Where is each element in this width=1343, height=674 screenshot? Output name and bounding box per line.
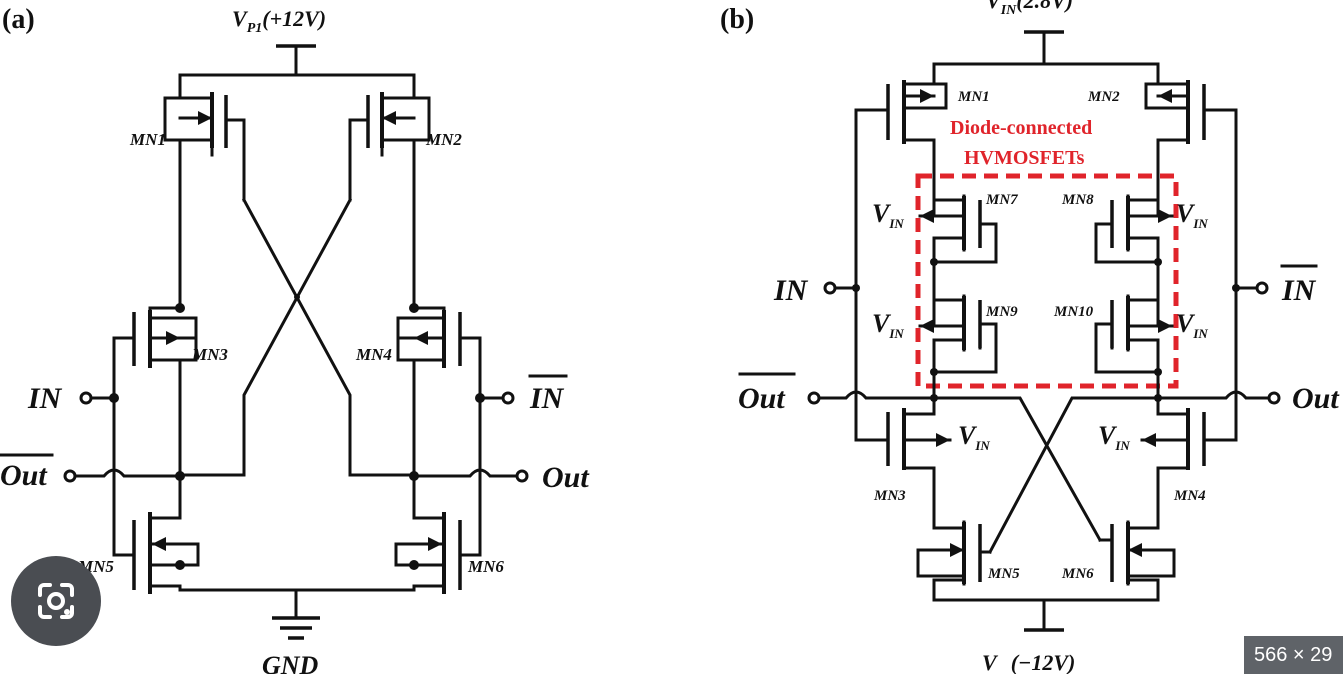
label-mn8-b: MN8 bbox=[1061, 192, 1094, 208]
label-out-bar-b[interactable]: Out bbox=[738, 382, 786, 415]
highlight-label-line1: Diode-connected bbox=[950, 117, 1092, 139]
label-in-bar-b[interactable]: IN bbox=[1281, 274, 1317, 307]
cross-point-a bbox=[294, 294, 300, 300]
vin-label-mn7: VIN bbox=[872, 199, 904, 231]
camera-lens-icon bbox=[38, 583, 74, 619]
transistor-mn4-a: MN4 bbox=[355, 303, 482, 477]
transistor-mn5-b: MN5 bbox=[916, 520, 1020, 602]
out-bar-wire-a bbox=[73, 468, 182, 478]
diode-connected-highlight-box bbox=[915, 173, 1179, 389]
vin-label-mn9: VIN bbox=[872, 309, 904, 341]
label-out-b[interactable]: Out bbox=[1292, 382, 1340, 415]
image-size-badge: 566 × 29 bbox=[1244, 636, 1343, 674]
transistor-mn1-b: MN1 bbox=[854, 62, 990, 442]
panel-b-supply-label: VIN(2.8V) bbox=[986, 0, 1073, 18]
vin-label-mn3: VIN bbox=[958, 421, 990, 453]
vin-label-mn4: VIN bbox=[1098, 421, 1130, 453]
cross-wire-b2 bbox=[987, 396, 1160, 555]
label-mn7-b: MN7 bbox=[985, 192, 1018, 208]
ground-icon bbox=[272, 616, 320, 640]
label-mn2-a: MN2 bbox=[425, 130, 462, 149]
label-mn10-b: MN10 bbox=[1053, 304, 1094, 320]
label-mn5-b: MN5 bbox=[987, 566, 1020, 582]
transistor-mn3-a: MN3 bbox=[112, 303, 228, 477]
out-wire-b bbox=[1156, 390, 1271, 400]
panel-b-bottom-label: V(−12V) bbox=[982, 650, 1075, 674]
transistor-mn6-a: MN6 bbox=[394, 474, 504, 594]
vin-label-mn10: VIN bbox=[1176, 309, 1208, 341]
label-mn3-a: MN3 bbox=[191, 345, 228, 364]
transistor-mn2-a: MN2 bbox=[348, 73, 462, 310]
label-mn9-b: MN9 bbox=[985, 304, 1018, 320]
label-out-a[interactable]: Out bbox=[542, 461, 590, 494]
transistor-mn9-b: VIN MN9 bbox=[872, 294, 1018, 374]
label-mn2-b: MN2 bbox=[1087, 89, 1120, 105]
panel-b-tag: (b) bbox=[720, 4, 754, 35]
out-wire-a bbox=[412, 468, 519, 478]
transistor-mn7-b: VIN MN7 bbox=[872, 192, 1018, 264]
transistor-mn5-a: MN5 bbox=[77, 474, 200, 594]
transistor-mn3-b: VIN MN3 bbox=[873, 396, 990, 530]
label-in-bar-a[interactable]: IN bbox=[529, 382, 565, 415]
label-mn4-a: MN4 bbox=[355, 345, 392, 364]
cross-wire-b1 bbox=[932, 396, 1103, 543]
transistor-mn1-a: MN1 bbox=[129, 73, 246, 310]
panel-a-tag: (a) bbox=[2, 4, 35, 35]
label-in-a[interactable]: IN bbox=[27, 382, 63, 415]
panel-b: (b) VIN(2.8V) MN1 MN2 Diode-connected bbox=[720, 0, 1340, 674]
transistor-mn6-b: MN6 bbox=[1061, 520, 1176, 602]
label-mn6-b: MN6 bbox=[1061, 566, 1094, 582]
transistor-mn8-b: VIN MN8 bbox=[1061, 192, 1208, 264]
label-mn1-a: MN1 bbox=[129, 130, 166, 149]
label-out-bar-a[interactable]: Out bbox=[0, 459, 48, 492]
transistor-mn2-b: MN2 bbox=[1087, 62, 1238, 442]
gnd-rail-a bbox=[178, 588, 416, 618]
label-gnd-a: GND bbox=[262, 651, 319, 674]
label-mn1-b: MN1 bbox=[957, 89, 990, 105]
google-lens-button[interactable] bbox=[11, 556, 101, 646]
label-mn4-b: MN4 bbox=[1173, 488, 1206, 504]
label-mn3-b: MN3 bbox=[873, 488, 906, 504]
panel-a: (a) VP1(+12V) MN1 MN2 bbox=[0, 4, 590, 674]
transistor-mn10-b: VIN MN10 bbox=[1053, 294, 1208, 374]
in-bar-wire-a bbox=[458, 396, 505, 557]
stack-to-out-links bbox=[932, 370, 1160, 400]
vin-label-mn8: VIN bbox=[1176, 199, 1208, 231]
label-in-b[interactable]: IN bbox=[773, 274, 809, 307]
highlight-label-line2: HVMOSFETs bbox=[964, 147, 1085, 169]
panel-a-supply-label: VP1(+12V) bbox=[232, 6, 326, 36]
out-bar-wire-b bbox=[817, 390, 936, 400]
bottom-rail-b bbox=[932, 598, 1160, 630]
label-mn6-a: MN6 bbox=[467, 557, 504, 576]
in-wire-a bbox=[89, 396, 136, 557]
transistor-mn4-b: VIN MN4 bbox=[1098, 396, 1206, 530]
